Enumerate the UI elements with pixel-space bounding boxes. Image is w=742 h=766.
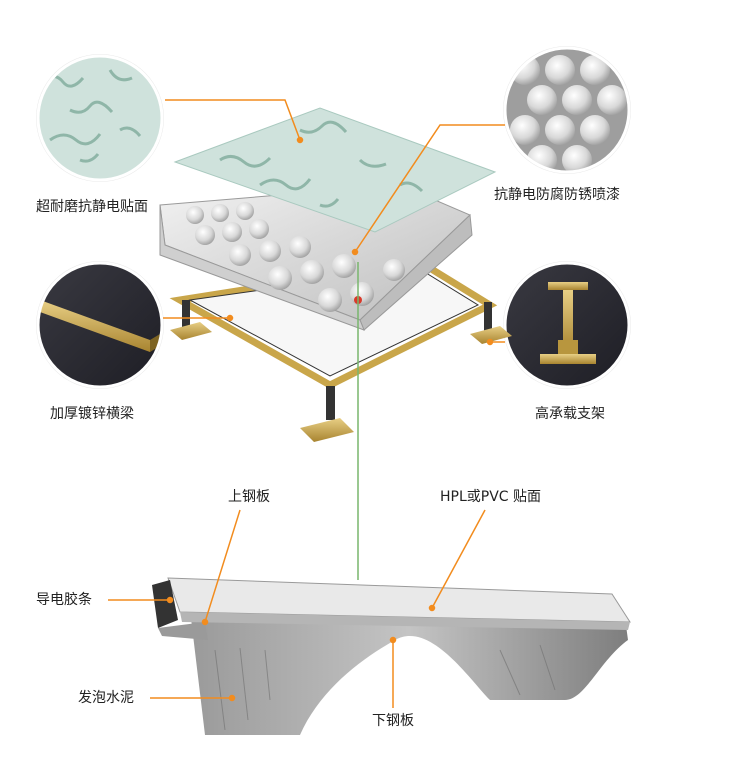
- dimpled-steel-icon: [503, 46, 631, 174]
- foam-cement-body: [190, 610, 628, 735]
- label-conductive-strip: 导电胶条: [36, 592, 92, 608]
- speckled-laminate-icon: [36, 54, 164, 182]
- pedestal-right: [470, 302, 512, 344]
- label-coating: 抗静电防腐防锈喷漆: [494, 187, 620, 203]
- laminate-panel: [173, 107, 497, 233]
- pedestal-support-icon: [503, 261, 631, 389]
- pedestal-front: [300, 386, 354, 442]
- label-pedestal: 高承载支架: [535, 406, 605, 422]
- label-hpl-pvc: HPL或PVC 贴面: [440, 489, 542, 505]
- panel-cross-section: [152, 577, 631, 735]
- edge-strip: [152, 580, 178, 628]
- label-top-steel: 上钢板: [228, 489, 270, 505]
- label-foam-cement: 发泡水泥: [78, 690, 134, 706]
- label-surface: 超耐磨抗静电贴面: [36, 199, 148, 215]
- galvanized-beam-icon: [36, 261, 164, 389]
- label-bottom-steel: 下钢板: [372, 713, 414, 729]
- pedestal-left: [170, 300, 212, 340]
- label-stringer: 加厚镀锌横梁: [50, 406, 134, 422]
- raised-floor-assembly: [159, 107, 512, 442]
- leader-lines: [108, 99, 505, 708]
